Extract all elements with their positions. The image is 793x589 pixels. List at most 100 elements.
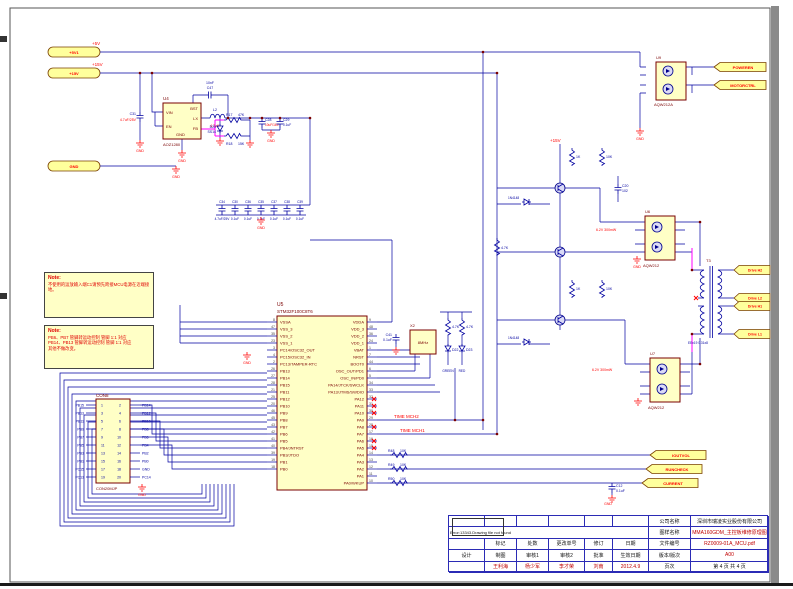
mcu-pin: 32 PA12 xyxy=(355,395,377,402)
ref-label: D23 xyxy=(466,348,472,352)
tb-mark-label: 标记 xyxy=(485,538,517,551)
svg-text:PB8: PB8 xyxy=(142,428,149,432)
svg-text:30: 30 xyxy=(369,409,373,413)
svg-text:PB10: PB10 xyxy=(280,404,291,409)
svg-text:44: 44 xyxy=(369,360,373,364)
svg-text:PA0/WKUP: PA0/WKUP xyxy=(344,481,365,486)
mcu-pin: 27 PB14 xyxy=(267,374,291,381)
tb-effective-label: 生效日期 xyxy=(613,550,649,562)
mcu-pin: 9 VDDA xyxy=(353,318,377,325)
svg-text:19: 19 xyxy=(101,476,105,480)
port-flag: CURRENT xyxy=(641,478,699,488)
svg-text:C39: C39 xyxy=(297,200,303,204)
capacitor: C37 0.1uF xyxy=(270,200,278,221)
svg-text:PB1: PB1 xyxy=(280,460,288,465)
mcu-pin: 42 PB6 xyxy=(267,430,288,437)
opto-u7: U7 AQW212 xyxy=(648,351,681,410)
tb-approve-label: 批准 xyxy=(585,550,613,562)
svg-text:IOUTVOL: IOUTVOL xyxy=(672,453,690,458)
value-label: 4.7K xyxy=(452,325,460,329)
tb-count-label: 处数 xyxy=(517,538,549,551)
svg-text:24: 24 xyxy=(369,339,373,343)
mcu-pin: 19 PB1 xyxy=(267,458,288,465)
svg-text:VDD_3: VDD_3 xyxy=(351,327,365,332)
port-label: +15V xyxy=(69,71,79,76)
svg-text:PC15: PC15 xyxy=(75,468,84,472)
regulator-u4: U4 AOZ1280 VIN EN GND BST LX FB xyxy=(162,96,202,147)
svg-text:34: 34 xyxy=(369,381,373,385)
tb-company-label: 公司名称 xyxy=(649,516,691,528)
svg-text:42: 42 xyxy=(271,430,275,434)
svg-text:19: 19 xyxy=(271,458,275,462)
svg-text:PB15: PB15 xyxy=(75,404,84,408)
svg-text:46: 46 xyxy=(271,409,275,413)
mcu-pin: 4 PC15/OSC32_IN xyxy=(267,353,311,360)
svg-text:PB13: PB13 xyxy=(75,412,84,416)
svg-text:PB11: PB11 xyxy=(280,390,290,395)
right-port-flags: POWEREN MOTORCTRL xyxy=(713,62,767,90)
mcu-pin: 44 BOOT0 xyxy=(350,360,377,367)
ref-label: L2 xyxy=(213,108,217,112)
port-flag: MOTORCTRL xyxy=(713,80,767,90)
pin-label: BST xyxy=(190,106,198,111)
mcu-pin: 33 PA13/JTMS/SWDIO xyxy=(328,388,377,395)
svg-text:PC14: PC14 xyxy=(142,476,151,480)
mcu-pin: 12 PA2 xyxy=(357,465,377,472)
tb-designer-name: 王利海 xyxy=(485,561,517,573)
svg-text:23: 23 xyxy=(271,339,275,343)
capacitor: C36 0.1uF xyxy=(244,200,252,221)
tb-draft-label: 制图 xyxy=(485,550,517,562)
con20-rows: PB15 PB14 1 2 PB13 PB12 3 4 PB11 PB10 5 … xyxy=(75,404,151,480)
tb-drawing-value: MMA160GDM_主控板维修原理图 xyxy=(691,527,769,539)
opto-cell xyxy=(662,83,674,95)
svg-text:47: 47 xyxy=(271,325,275,329)
mcu-pin: 40 PB4/JNTRST xyxy=(267,444,305,451)
svg-text:VSSA: VSSA xyxy=(280,320,291,325)
svg-text:6: 6 xyxy=(369,367,371,371)
value-label: 8MHz xyxy=(418,340,428,345)
value-label: 47K xyxy=(238,113,245,117)
svg-text:43: 43 xyxy=(271,423,275,427)
svg-text:17: 17 xyxy=(101,468,105,472)
svg-text:OSC_OUT/PD1: OSC_OUT/PD1 xyxy=(336,369,365,374)
svg-text:PA14/JTCK/SWCLK: PA14/JTCK/SWCLK xyxy=(328,383,364,388)
svg-text:17: 17 xyxy=(369,430,373,434)
part-label: AOZ1280 xyxy=(163,142,181,147)
svg-text:VDDA: VDDA xyxy=(353,320,364,325)
svg-text:5: 5 xyxy=(369,374,371,378)
ref-label: U6 xyxy=(645,209,651,214)
capacitor-c41: C41 0.1uF xyxy=(383,333,401,355)
svg-text:PB5: PB5 xyxy=(77,444,84,448)
connector-pin-row: PB11 PB10 5 6 xyxy=(76,420,151,424)
svg-text:PA3: PA3 xyxy=(357,460,365,465)
part-label: CON20MJP xyxy=(96,486,118,491)
ref-label: R49 xyxy=(388,463,394,467)
svg-text:4: 4 xyxy=(119,412,121,416)
diode-d20: D20 SS14 xyxy=(207,123,224,134)
note-title: Note: xyxy=(48,328,61,334)
svg-text:PB14: PB14 xyxy=(142,404,151,408)
tb-cell xyxy=(613,516,649,528)
ref-label: U7 xyxy=(650,351,656,356)
mcu-pin: 21 PB11 xyxy=(267,388,290,395)
note-line: PB14、PB13 管脚转运动控制 管脚 1:1 对应 xyxy=(48,340,132,346)
svg-text:3: 3 xyxy=(101,412,103,416)
mcu-pin: 31 PA11 xyxy=(355,402,377,409)
connector-pin-row: PB7 PB6 9 10 xyxy=(77,436,148,440)
svg-text:14: 14 xyxy=(369,451,373,455)
svg-text:GND: GND xyxy=(243,361,251,365)
svg-text:PA7: PA7 xyxy=(357,432,365,437)
svg-text:RUNCHECK: RUNCHECK xyxy=(666,467,689,472)
tb-cell xyxy=(585,516,613,528)
value-label: 1N4148 xyxy=(508,336,519,340)
svg-text:PC15/OSC32_IN: PC15/OSC32_IN xyxy=(280,355,311,360)
svg-text:PB11: PB11 xyxy=(76,420,84,424)
svg-text:PA9: PA9 xyxy=(357,418,365,423)
page-edge-shadow xyxy=(771,6,779,584)
svg-text:9: 9 xyxy=(101,436,103,440)
tb-change-label: 更改单号 xyxy=(549,538,585,551)
port-flag: RUNCHECK xyxy=(645,464,703,474)
status-leds: 4.7K 4.7K D22 D23 GREEN RED xyxy=(442,317,474,373)
ref-label: R50 xyxy=(388,477,394,481)
cap-bank: C34 4.7uF/25V C30 0.1uF C36 0.1uF C35 0.… xyxy=(215,200,304,221)
